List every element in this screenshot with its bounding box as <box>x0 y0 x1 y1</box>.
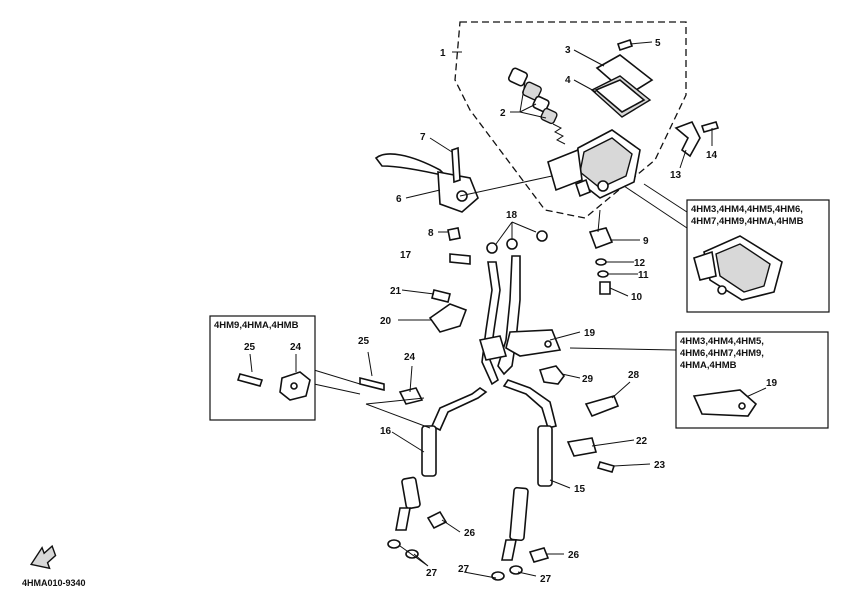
box-joint-callout-19: 19 <box>766 378 778 389</box>
brake-lever <box>374 153 479 213</box>
holder <box>674 120 701 158</box>
lower-brake-hose-left <box>395 387 488 531</box>
reservoir-cap <box>590 54 654 118</box>
hose-holder <box>538 365 566 385</box>
callout-12: 12 <box>634 258 646 269</box>
box-joint-line3: 4HMA,4HMB <box>680 360 737 371</box>
union-bolt-left <box>426 510 448 530</box>
box-joint-line1: 4HM3,4HM4,4HM5, <box>680 336 764 347</box>
callout-25: 25 <box>358 336 370 347</box>
clamp-bolt <box>596 461 616 473</box>
diagram-code: 4HMA010-9340 <box>22 578 86 588</box>
box-bracket-callout-25: 25 <box>244 342 256 353</box>
callout-9: 9 <box>643 236 649 247</box>
box-joint-line2: 4HM6,4HM7,4HM9, <box>680 348 764 359</box>
hose-clip-left <box>398 387 424 405</box>
holder-bolt <box>700 121 720 133</box>
box-master-line2: 4HM7,4HM9,4HMA,4HMB <box>691 216 804 227</box>
callout-18: 18 <box>506 210 518 221</box>
callout-21: 21 <box>390 286 402 297</box>
callout-14: 14 <box>706 150 718 161</box>
callout-5: 5 <box>655 38 661 49</box>
callout-24: 24 <box>404 352 416 363</box>
callout-23: 23 <box>654 460 666 471</box>
guide-bracket <box>428 303 468 333</box>
switch-washers <box>595 258 611 295</box>
callout-27-right: 27 <box>540 574 552 585</box>
master-cylinder-body <box>547 129 641 199</box>
upper-brake-hoses <box>481 255 521 386</box>
leader-lines <box>365 41 713 579</box>
copper-washers <box>486 230 548 254</box>
union-bolt-right <box>528 547 550 563</box>
callout-26-right: 26 <box>568 550 580 561</box>
lower-brake-hose-right <box>501 379 557 561</box>
detail-box-master-cylinder: 4HM3,4HM4,4HM5,4HM6, 4HM7,4HM9,4HMA,4HMB <box>686 199 830 313</box>
callout-22: 22 <box>636 436 648 447</box>
callout-20: 20 <box>380 316 392 327</box>
callout-7: 7 <box>420 132 426 143</box>
front-direction-arrow <box>29 544 57 570</box>
cap-screw <box>616 38 634 52</box>
assembly-boundary <box>454 21 687 219</box>
callout-3: 3 <box>565 45 571 56</box>
brake-hose-joint <box>478 329 562 361</box>
callout-8: 8 <box>428 228 434 239</box>
callout-10: 10 <box>631 292 643 303</box>
callout-11: 11 <box>638 270 649 281</box>
lever-bolt <box>451 146 461 184</box>
callout-26-left: 26 <box>464 528 476 539</box>
callout-28: 28 <box>628 370 640 381</box>
callout-6: 6 <box>396 194 402 205</box>
callout-27-left: 27 <box>426 568 438 579</box>
callout-13: 13 <box>670 170 682 181</box>
callout-15: 15 <box>574 484 586 495</box>
bracket-bolt <box>431 289 451 303</box>
detail-box-joint: 4HM3,4HM4,4HM5, 4HM6,4HM7,4HM9, 4HMA,4HM… <box>675 331 829 429</box>
callout-29: 29 <box>582 374 594 385</box>
callout-17: 17 <box>400 250 412 261</box>
box-bracket-title: 4HM9,4HMA,4HMB <box>214 320 299 331</box>
clip-bolt-left <box>359 376 385 392</box>
callout-2: 2 <box>500 108 506 119</box>
box-master-line1: 4HM3,4HM4,4HM5,4HM6, <box>691 204 803 215</box>
detail-box-bracket: 4HM9,4HMA,4HMB 25 24 <box>209 315 316 421</box>
brake-switch <box>588 209 614 250</box>
union-bolt <box>449 253 471 265</box>
box-bracket-callout-24: 24 <box>290 342 302 353</box>
piston-kit <box>507 67 566 145</box>
callout-1: 1 <box>440 48 446 59</box>
callout-4: 4 <box>565 75 571 86</box>
callout-16: 16 <box>380 426 392 437</box>
hose-clip-right <box>584 395 620 418</box>
callout-19: 19 <box>584 328 596 339</box>
hose-clamp <box>566 437 598 457</box>
callout-27-center: 27 <box>458 564 470 575</box>
lever-nut <box>447 227 461 241</box>
